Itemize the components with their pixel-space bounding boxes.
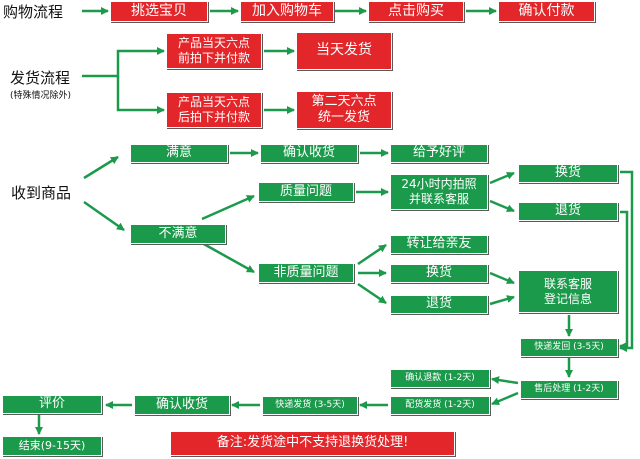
arrow [489, 295, 515, 306]
arrow [357, 243, 387, 266]
give-review-node: 给予好评 [390, 144, 488, 163]
shipping-note: 备注:发货途中不支持退换货处理! [170, 431, 455, 456]
satisfied-node: 满意 [130, 144, 228, 163]
ship-today: 当天发货 [296, 32, 392, 70]
purchase-flow-label: 购物流程 [3, 3, 64, 21]
confirm-receipt-node: 确认收货 [260, 144, 358, 163]
shipping-flow-sublabel: (特殊情况除外) [10, 91, 72, 101]
arrow [82, 47, 165, 78]
return-node: 退货 [518, 202, 618, 221]
return-node-2: 退货 [390, 295, 488, 314]
arrow [619, 210, 629, 350]
arrow [491, 376, 519, 385]
transfer-friend-node: 转让给亲友 [390, 235, 488, 254]
non-quality-issue-node: 非质量问题 [258, 263, 354, 283]
receive-goods-label: 收到商品 [11, 184, 72, 202]
contact-register-node: 联系客服 登记信息 [518, 270, 618, 313]
quality-issue-node: 质量问题 [258, 182, 354, 202]
review-node: 评价 [2, 395, 102, 414]
arrow [201, 241, 255, 274]
photo-contact-node: 24小时内拍照 并联系客服 [390, 174, 488, 210]
express-back-node: 快递发回 (3-5天) [520, 338, 618, 357]
order-before-six: 产品当天六点 前拍下并付款 [166, 33, 262, 69]
shipping-flow-label: 发货流程 [10, 69, 71, 87]
after-sale-node: 售后处理 (1-2天) [520, 380, 618, 399]
arrow [489, 271, 515, 285]
arrow [489, 199, 515, 213]
confirm-refund-node: 确认退款 (1-2天) [390, 369, 490, 388]
arrow [116, 76, 165, 114]
step-pick-item: 挑选宝贝 [110, 1, 208, 22]
step-confirm-payment: 确认付款 [498, 1, 595, 22]
exchange-node: 换货 [518, 164, 618, 183]
arrow [83, 200, 125, 232]
prepare-ship-node: 配货发货 (1-2天) [390, 396, 490, 415]
step-add-to-cart: 加入购物车 [240, 1, 334, 22]
confirm-receipt-node-2: 确认收货 [134, 395, 230, 415]
exchange-node-2: 换货 [390, 264, 488, 283]
arrow [201, 194, 255, 221]
order-after-six: 产品当天六点 后拍下并付款 [166, 92, 262, 128]
arrow [489, 171, 515, 185]
arrow [83, 155, 119, 180]
ship-next-day: 第二天六点 统一发货 [296, 91, 392, 129]
arrow [491, 391, 519, 406]
finish-node: 结束(9-15天) [2, 436, 102, 456]
express-ship-node: 快递发货 (3-5天) [262, 396, 358, 415]
step-click-buy: 点击购买 [368, 1, 464, 22]
unsatisfied-node: 不满意 [130, 224, 226, 244]
arrow [357, 282, 387, 305]
